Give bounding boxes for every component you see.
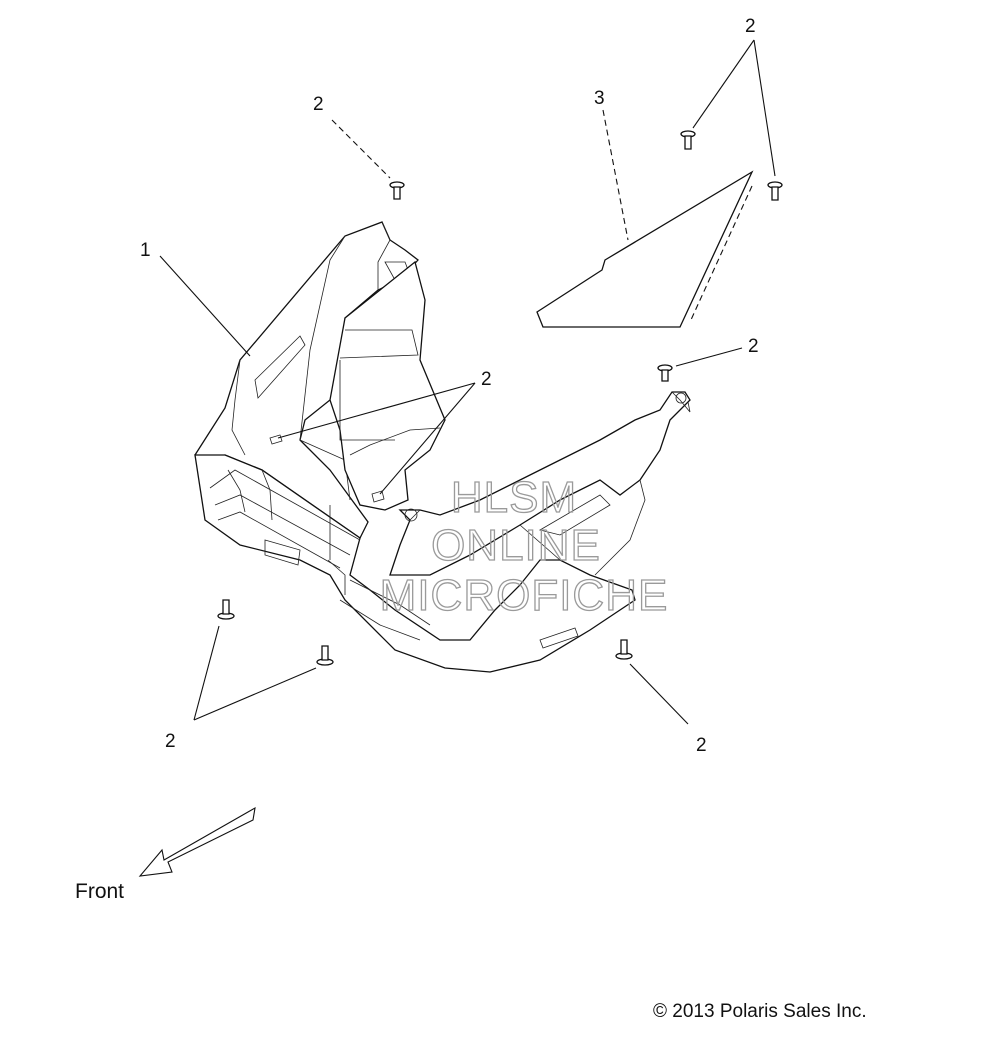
- watermark-line-1: HLSM: [451, 473, 577, 522]
- fastener-lower-left-b: [316, 645, 334, 666]
- watermark-line-2: ONLINE: [431, 521, 601, 570]
- fastener-top-right-a: [680, 130, 696, 150]
- leader-lines: [159, 39, 776, 725]
- callout-2-top-center: 2: [313, 94, 324, 115]
- fastener-top-right-b: [767, 181, 783, 201]
- callout-2-center: 2: [481, 369, 492, 390]
- callout-2-top-right: 2: [745, 16, 756, 37]
- front-label: Front: [75, 880, 124, 903]
- callout-3: 3: [594, 88, 605, 109]
- callout-2-right: 2: [748, 336, 759, 357]
- front-arrow: Front: [75, 806, 256, 903]
- callout-2-lower-right: 2: [696, 735, 707, 756]
- part-3-panel: [536, 170, 754, 328]
- callout-2-lower-left: 2: [165, 731, 176, 752]
- fastener-right-mid: [657, 364, 673, 382]
- watermark-line-3: MICROFICHE: [380, 571, 669, 620]
- fastener-lower-left-a: [217, 599, 235, 620]
- fastener-top-center: [389, 181, 405, 200]
- watermark: HLSM ONLINE MICROFICHE: [379, 472, 669, 620]
- fastener-lower-right: [615, 639, 633, 660]
- part-1-nose-cowl: [194, 221, 691, 673]
- fasteners: [217, 130, 783, 666]
- callout-labels: 1 2 2 3 2 2 2 2: [140, 16, 759, 756]
- copyright-text: © 2013 Polaris Sales Inc.: [653, 1001, 867, 1022]
- callout-1: 1: [140, 240, 151, 261]
